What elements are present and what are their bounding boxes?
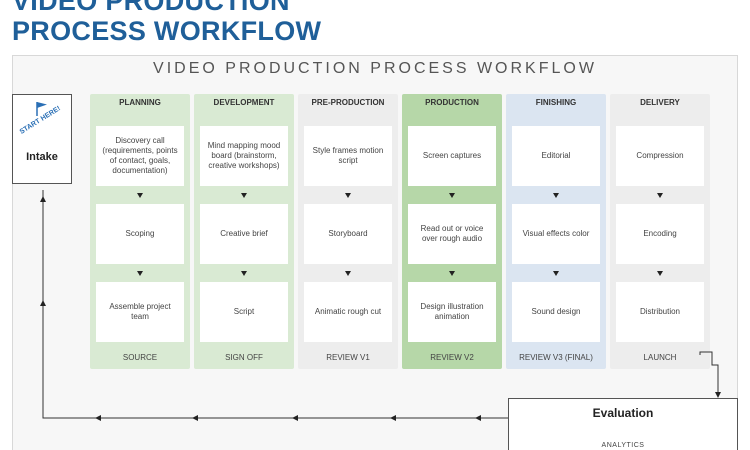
task-box: Encoding	[616, 204, 704, 264]
phase-footer: LAUNCH	[643, 353, 677, 362]
down-arrow-icon	[657, 193, 663, 198]
task-box: Storyboard	[304, 204, 392, 264]
task-box: Editorial	[512, 126, 600, 186]
task-box: Visual effects color	[512, 204, 600, 264]
down-arrow-icon	[449, 193, 455, 198]
task-box: Screen captures	[408, 126, 496, 186]
return-arrows	[40, 196, 481, 421]
page-title-line-2: PROCESS WORKFLOW	[12, 16, 322, 46]
phase-footer: REVIEW V3 (FINAL)	[519, 353, 593, 362]
phase-column-development: DEVELOPMENT Mind mapping mood board (brai…	[194, 94, 294, 369]
phase-footer: REVIEW V2	[430, 353, 474, 362]
delivery-to-evaluation-connector	[699, 351, 719, 396]
down-arrow-icon	[137, 193, 143, 198]
page-title-line-1: VIDEO PRODUCTION	[12, 0, 290, 16]
down-arrow-icon	[553, 271, 559, 276]
task-box: Animatic rough cut	[304, 282, 392, 342]
flag-icon	[35, 101, 49, 122]
task-box: Distribution	[616, 282, 704, 342]
phase-header: DEVELOPMENT	[213, 98, 275, 107]
task-box: Design illustration animation	[408, 282, 496, 342]
task-box: Script	[200, 282, 288, 342]
phase-column-pre-production: PRE-PRODUCTION Style frames motion script…	[298, 94, 398, 369]
left-arrow-icon	[95, 415, 101, 421]
intake-box: START HERE! Intake	[12, 94, 72, 184]
down-arrow-icon	[345, 193, 351, 198]
sheet-title: VIDEO PRODUCTION PROCESS WORKFLOW	[153, 60, 597, 77]
down-arrow-icon	[137, 271, 143, 276]
left-arrow-icon	[292, 415, 298, 421]
phase-footer: REVIEW V1	[326, 353, 370, 362]
task-box: Scoping	[96, 204, 184, 264]
up-arrow-icon	[40, 196, 46, 202]
down-arrow-icon	[241, 271, 247, 276]
down-arrow-icon	[449, 271, 455, 276]
evaluation-title: Evaluation	[592, 406, 654, 420]
intake-label: Intake	[26, 151, 58, 163]
evaluation-box: Evaluation ANALYTICS	[508, 398, 738, 450]
task-box: Compression	[616, 126, 704, 186]
phase-header: PRODUCTION	[425, 98, 479, 107]
down-arrow-icon	[657, 271, 663, 276]
phase-footer: SOURCE	[122, 353, 158, 362]
phase-header: PRE-PRODUCTION	[311, 98, 385, 107]
phase-footer: SIGN OFF	[225, 353, 263, 362]
task-box: Sound design	[512, 282, 600, 342]
phase-header: DELIVERY	[640, 98, 680, 107]
task-box: Read out or voice over rough audio	[408, 204, 496, 264]
phase-header: PLANNING	[119, 98, 161, 107]
evaluation-arrowhead	[715, 392, 721, 398]
down-arrow-icon	[241, 193, 247, 198]
task-box: Discovery call (requirements, points of …	[96, 126, 184, 186]
return-line	[42, 190, 508, 419]
left-arrow-icon	[475, 415, 481, 421]
left-arrow-icon	[192, 415, 198, 421]
phase-column-planning: PLANNING Discovery call (requirements, po…	[90, 94, 190, 369]
left-arrow-icon	[390, 415, 396, 421]
down-arrow-icon	[553, 193, 559, 198]
down-arrow-icon	[345, 271, 351, 276]
task-box: Mind mapping mood board (brainstorm, cre…	[200, 126, 288, 186]
task-box: Assemble project team	[96, 282, 184, 342]
task-box: Style frames motion script	[304, 126, 392, 186]
evaluation-subtitle: ANALYTICS	[601, 442, 645, 449]
task-box: Creative brief	[200, 204, 288, 264]
phase-header: FINISHING	[535, 98, 577, 107]
up-arrow-icon	[40, 300, 46, 306]
